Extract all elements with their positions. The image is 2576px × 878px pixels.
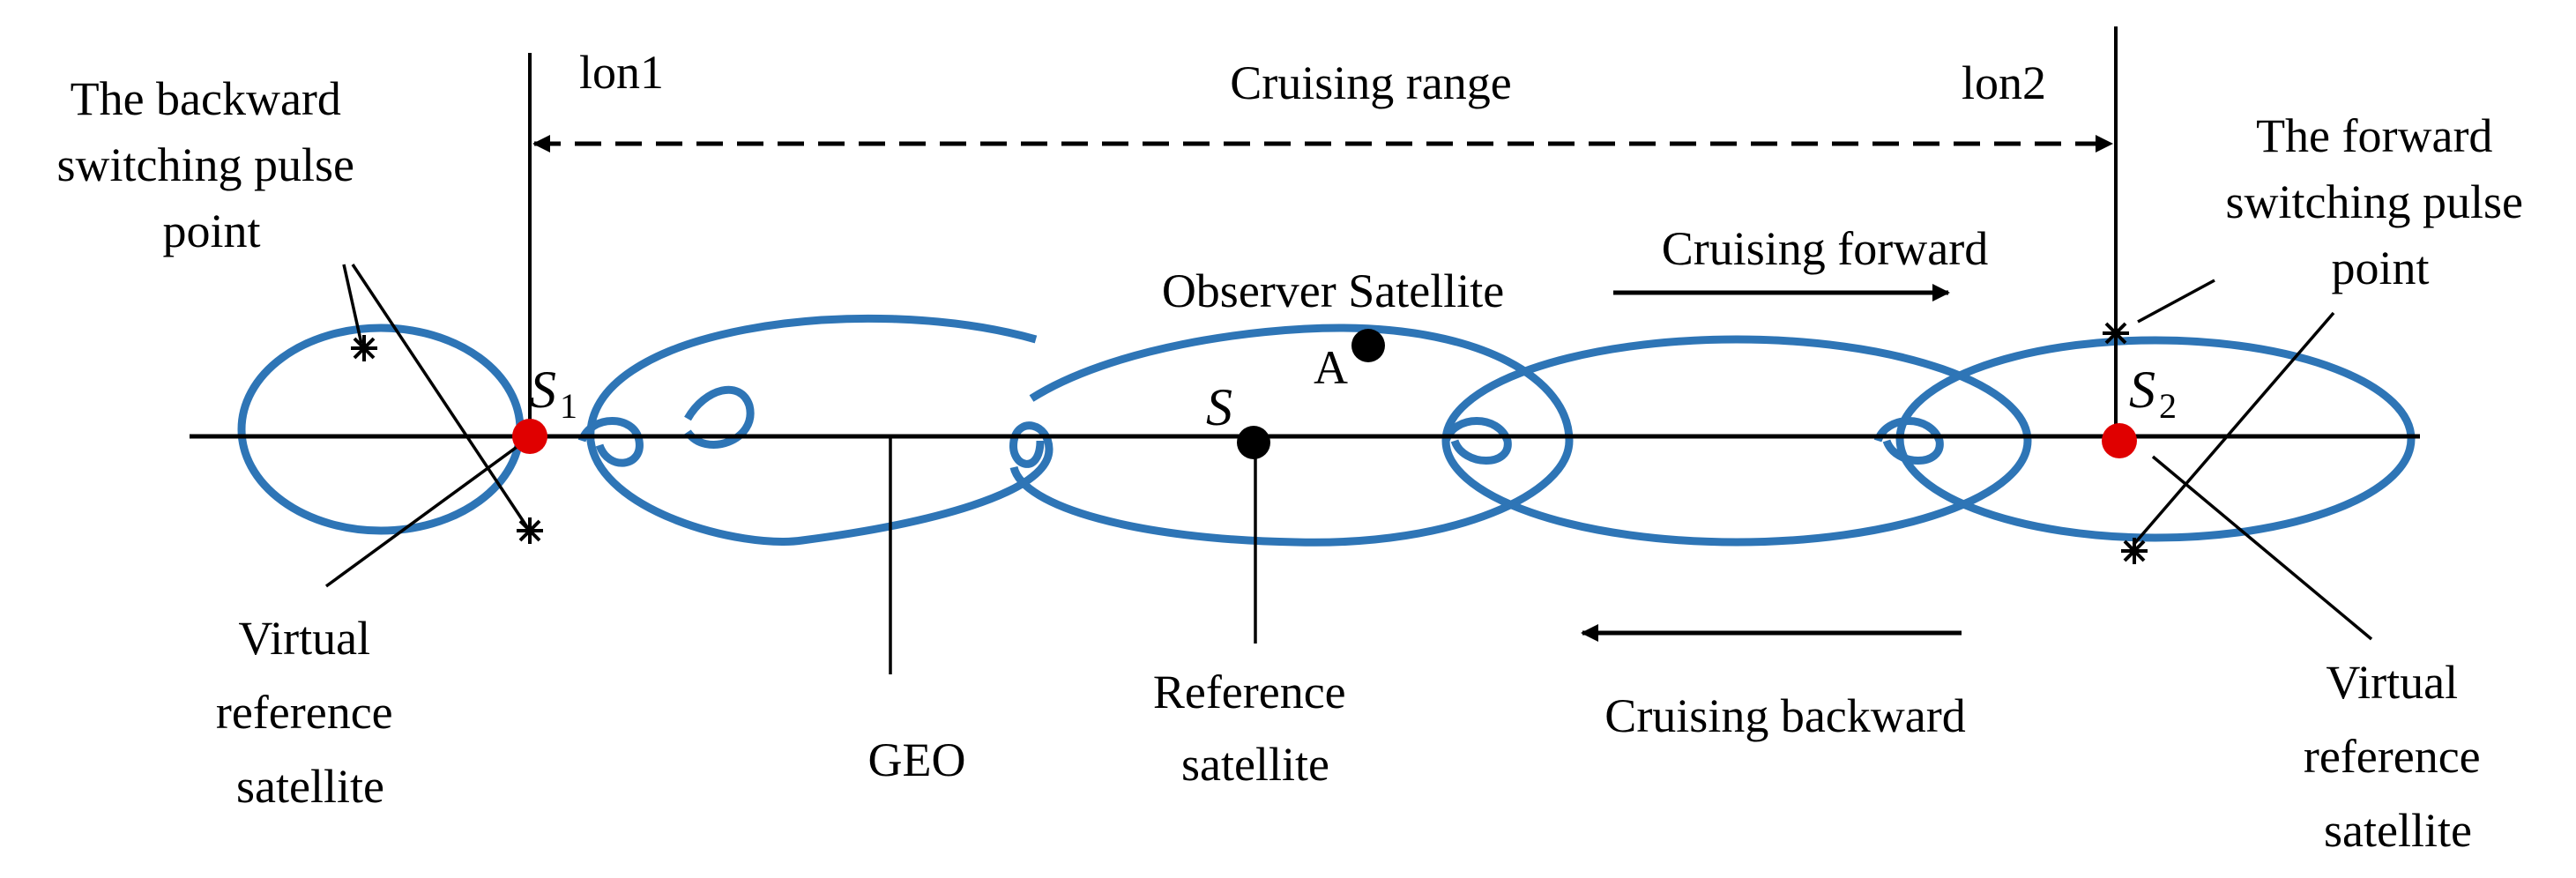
geo-label: GEO — [868, 733, 966, 786]
s-label: S — [1206, 378, 1232, 436]
orbit-loop-5 — [1895, 336, 2416, 542]
relative-orbit-trajectory — [237, 314, 2416, 547]
cruising-range-label: Cruising range — [1230, 56, 1511, 109]
observer-satellite-label: Observer Satellite — [1162, 264, 1504, 317]
reference-satellite-point — [1237, 426, 1270, 459]
virtual-left-leader — [324, 436, 531, 588]
orbit-loop-2-upper — [684, 385, 755, 449]
backward-pulse-leader-1 — [342, 264, 363, 345]
pulse-marker-forward-bottom — [2121, 538, 2148, 564]
orbit-small-loop-3 — [1873, 417, 1944, 465]
forward-pulse-leader-2 — [2132, 311, 2335, 547]
orbit-small-loop-1 — [577, 417, 644, 467]
leader-lines — [324, 264, 2373, 674]
backward-pulse-label: The backward switching pulse point — [57, 72, 367, 257]
cruising-forward-label: Cruising forward — [1662, 222, 1988, 275]
virtual-reference-left-label: Virtual reference satellite — [216, 612, 405, 813]
observer-satellite-point — [1351, 329, 1385, 362]
lon2-label: lon2 — [1962, 56, 2046, 109]
orbit-small-loop-2 — [1441, 417, 1512, 465]
pulse-marker-forward-top — [2103, 320, 2129, 346]
orbit-loop-3 — [1009, 324, 1574, 547]
forward-pulse-leader-1 — [2137, 279, 2215, 324]
forward-pulse-label: The forward switching pulse point — [2226, 109, 2535, 294]
virtual-right-leader — [2151, 455, 2373, 641]
lon1-label: lon1 — [579, 46, 664, 99]
switching-pulse-markers — [351, 320, 2148, 564]
virtual-reference-right-label: Virtual reference satellite — [2304, 656, 2492, 857]
reference-satellite-label: Reference satellite — [1153, 666, 1358, 791]
pulse-marker-backward-top — [351, 335, 377, 361]
cruising-backward-label: Cruising backward — [1604, 689, 1965, 742]
backward-pulse-leader-2 — [351, 264, 529, 528]
pulse-marker-backward-bottom — [517, 517, 543, 544]
point-a-label: A — [1314, 341, 1348, 394]
virtual-reference-point-s1 — [512, 419, 547, 454]
orbit-loop-2 — [586, 314, 1053, 546]
orbit-loop-1 — [237, 324, 525, 535]
virtual-reference-point-s2 — [2102, 423, 2137, 458]
